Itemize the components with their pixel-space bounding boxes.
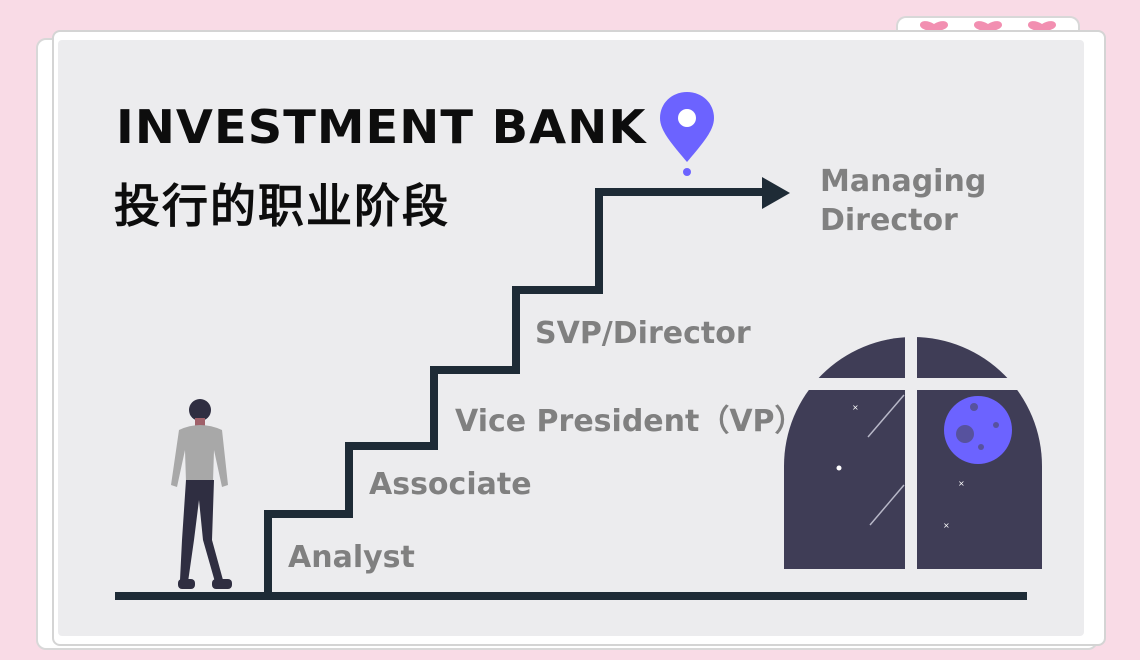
arrow-icon <box>762 177 790 209</box>
heart-icon <box>974 21 1002 32</box>
heart-icon <box>920 21 948 32</box>
level-vice-president: Vice President（VP） <box>455 404 805 439</box>
window-illustration: × × × <box>784 334 1042 570</box>
title-chinese: 投行的职业阶段 <box>114 179 450 233</box>
level-managing-director-line2: Director <box>820 203 958 238</box>
hearts-group <box>920 21 1056 32</box>
career-staircase <box>264 188 768 596</box>
level-svp-director: SVP/Director <box>535 316 751 351</box>
svg-text:×: × <box>852 403 859 412</box>
moon-icon <box>944 396 1012 464</box>
location-pin-icon <box>660 92 714 176</box>
level-managing-director-line1: Managing <box>820 164 987 199</box>
level-managing-director: Managing Director <box>820 162 986 240</box>
level-analyst: Analyst <box>288 540 415 575</box>
person-illustration <box>171 399 232 589</box>
svg-text:×: × <box>943 521 950 530</box>
title-english: INVESTMENT BANK <box>116 100 647 154</box>
heart-icon <box>1028 21 1056 32</box>
svg-text:×: × <box>958 479 965 488</box>
level-associate: Associate <box>369 467 532 502</box>
